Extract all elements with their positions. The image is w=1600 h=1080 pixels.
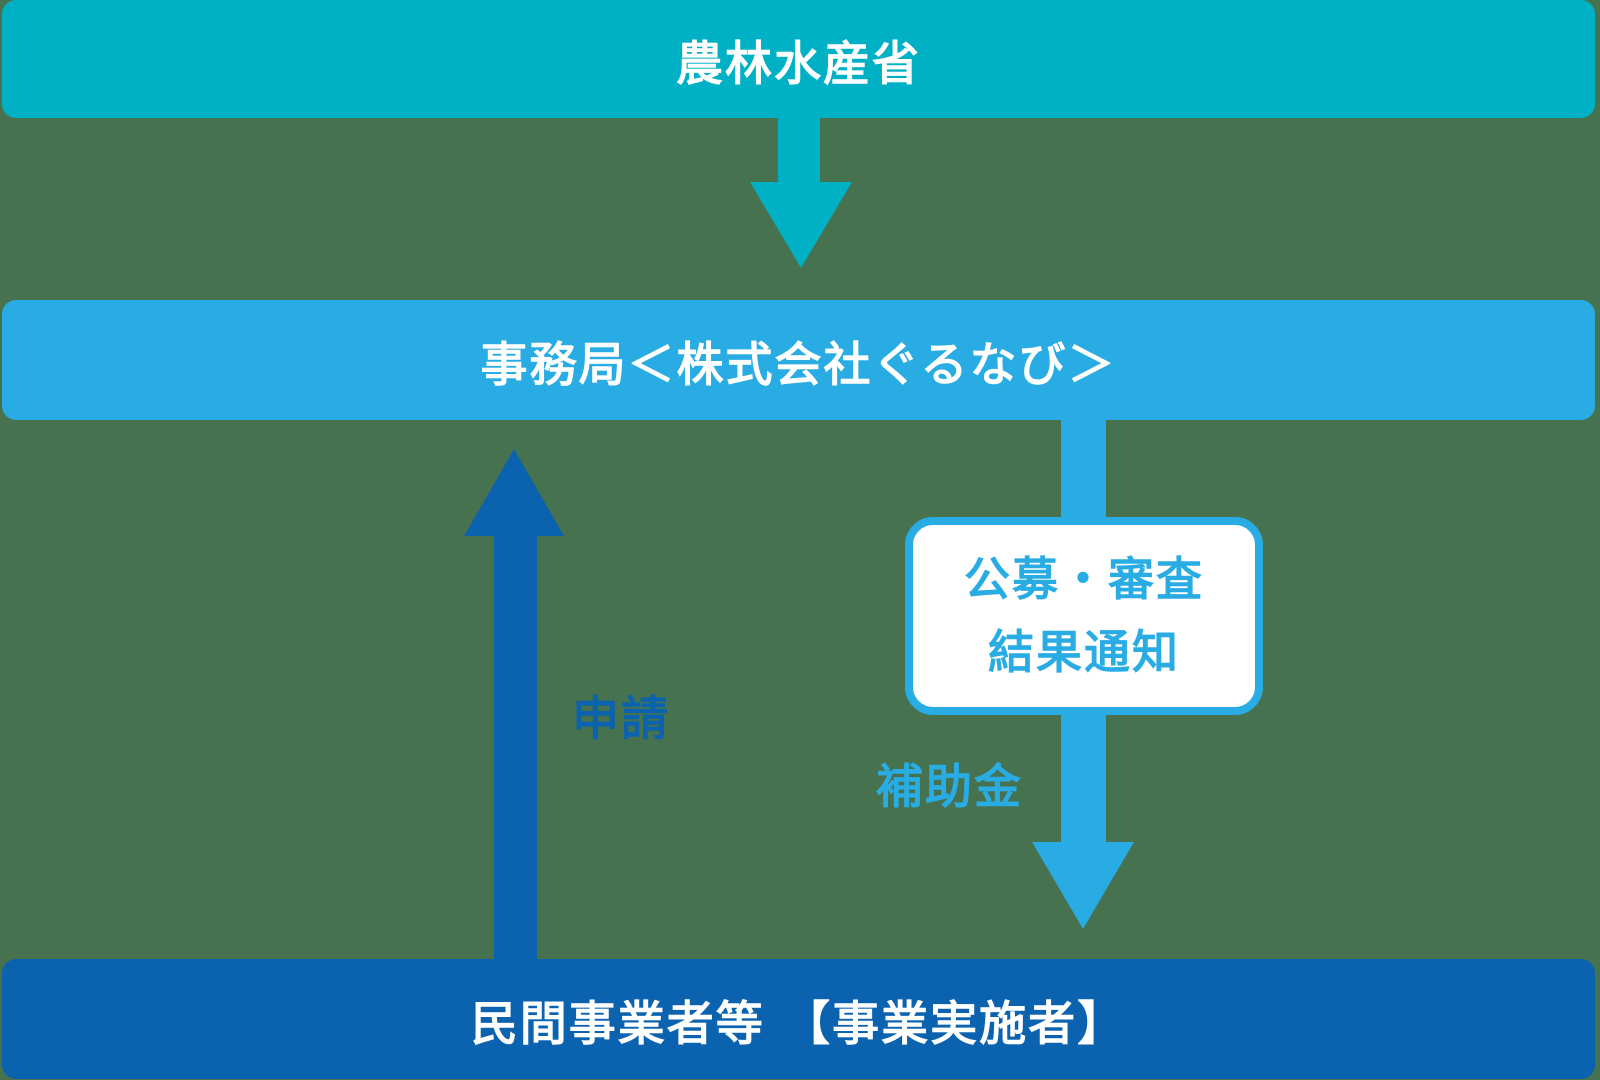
arrow-subsidy-head [1032, 842, 1134, 929]
ministry-node: 農林水産省 [2, 0, 1595, 118]
notice-line-2: 結果通知 [988, 625, 1180, 679]
arrow-ministry-to-secretariat-head [750, 182, 852, 268]
notice-line-1: 公募・審査 [964, 552, 1204, 607]
secretariat-node: 事務局＜株式会社ぐるなび＞ [2, 300, 1595, 420]
arrow-ministry-to-secretariat-shaft [778, 116, 820, 184]
ministry-label: 農林水産省 [676, 36, 921, 92]
secretariat-label: 事務局＜株式会社ぐるなび＞ [480, 337, 1117, 393]
notice-box: 公募・審査 結果通知 [905, 517, 1263, 715]
operator-node: 民間事業者等 【事業実施者】 [2, 959, 1595, 1079]
arrow-application-head [464, 449, 564, 536]
application-label: 申請 [572, 692, 670, 747]
arrow-application-shaft [494, 534, 537, 961]
subsidy-label: 補助金 [876, 760, 1023, 815]
operator-label: 民間事業者等 【事業実施者】 [470, 996, 1127, 1052]
